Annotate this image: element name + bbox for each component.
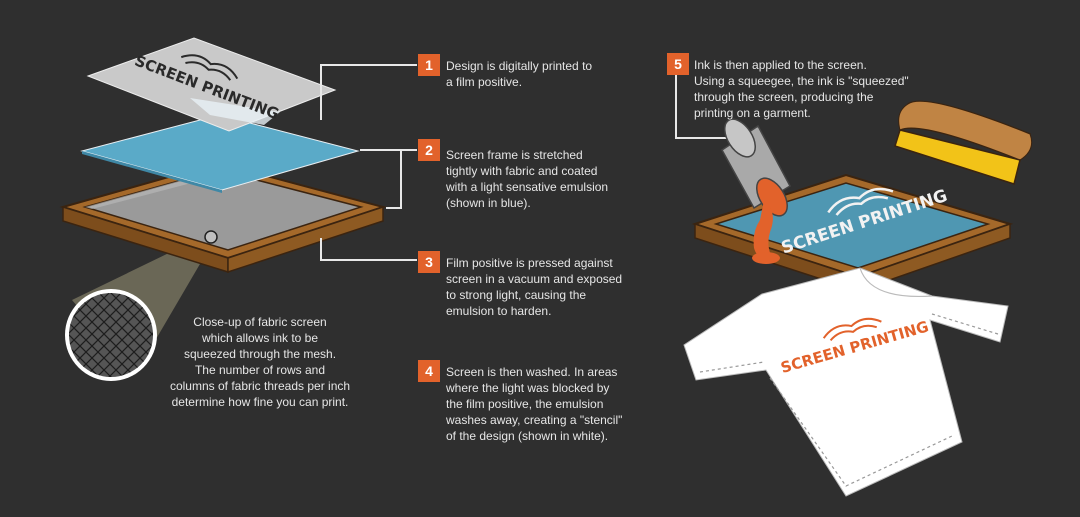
- step-2-badge: 2: [418, 139, 440, 161]
- shirt-logo-wing-icon: [822, 317, 882, 342]
- step-3-text: Film positive is pressed against screen …: [446, 256, 623, 318]
- screen-frame: [59, 161, 387, 274]
- step-3-badge: 3: [418, 251, 440, 273]
- screen-logo-wing-icon: [827, 187, 894, 216]
- step-2-text: Screen frame is stretched tightly with f…: [446, 148, 609, 210]
- film-logo-wing-icon: [180, 54, 239, 81]
- step-1-text: Design is digitally printed to a film po…: [446, 59, 593, 89]
- step-4-badge: 4: [418, 360, 440, 382]
- squeegee-icon: [894, 100, 1033, 185]
- step-4-text: Screen is then washed. In areas where th…: [446, 365, 623, 443]
- closeup-focus-dot: [204, 230, 218, 244]
- step-1-badge: 1: [418, 54, 440, 76]
- film-positive: SCREEN PRINTING: [86, 37, 337, 132]
- t-shirt: SCREEN PRINTING: [683, 267, 1009, 497]
- ink-can-icon: [721, 118, 791, 264]
- step-5-text: Ink is then applied to the screen. Using…: [694, 58, 909, 120]
- mesh-lens: [65, 289, 157, 381]
- closeup-caption: Close-up of fabric screen which allows i…: [169, 315, 351, 409]
- emulsion-layer: [80, 114, 360, 193]
- step-5-badge: 5: [667, 53, 689, 75]
